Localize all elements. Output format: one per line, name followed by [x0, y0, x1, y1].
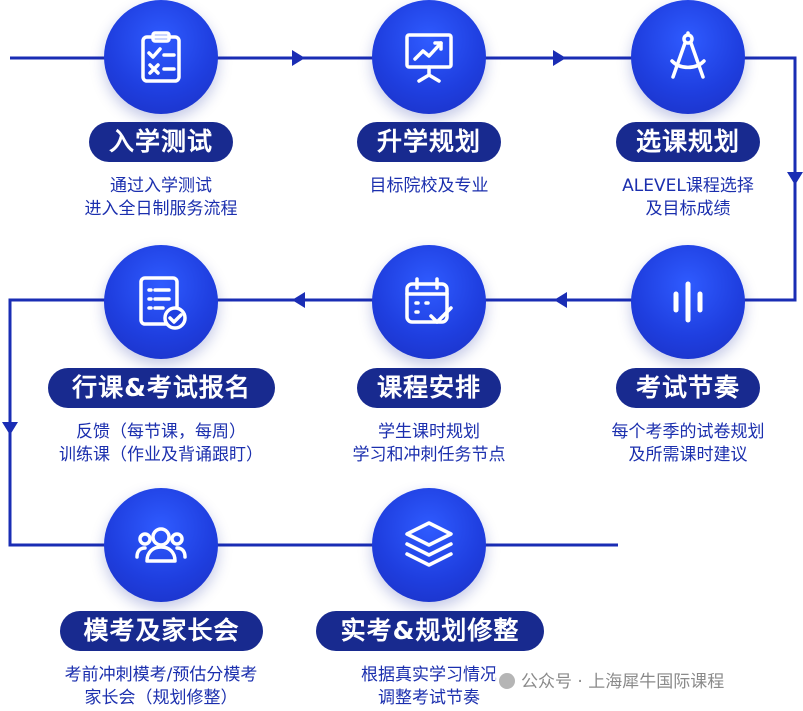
arrow-down-left	[2, 422, 18, 435]
step-8-desc-line-1: 根据真实学习情况	[361, 665, 497, 685]
step-8-title: 实考&规划修整	[316, 611, 544, 651]
step-6-icon-circle	[104, 245, 218, 359]
step-8-icon-circle	[372, 488, 486, 602]
step-7-title: 模考及家长会	[60, 611, 263, 651]
step-1-icon-circle	[104, 0, 218, 114]
step-5-description: 学生课时规划 学习和冲刺任务节点	[289, 421, 569, 467]
step-2-description: 目标院校及专业	[289, 175, 569, 198]
step-5-desc-line-1: 学生课时规划	[378, 422, 480, 442]
arrow-right-2	[553, 50, 566, 66]
presentation-chart-icon	[405, 33, 453, 83]
watermark: 公众号 · 上海犀牛国际课程	[495, 667, 729, 692]
step-2-title: 升学规划	[357, 122, 501, 162]
step-8-desc-line-2: 调整考试节奏	[378, 688, 480, 708]
step-1-title: 入学测试	[89, 122, 233, 162]
step-4-desc-line-2: 及所需课时建议	[628, 445, 748, 465]
arrow-down-right	[787, 172, 803, 185]
step-5-icon-circle	[372, 245, 486, 359]
audio-bars-icon	[673, 281, 703, 323]
checklist-icon	[141, 31, 181, 83]
users-icon	[135, 527, 187, 563]
step-6-desc-line-1: 反馈（每节课，每周）	[76, 422, 246, 442]
step-8-description: 根据真实学习情况 调整考试节奏	[289, 664, 569, 710]
compass-icon	[670, 31, 706, 79]
calendar-check-icon	[405, 277, 453, 324]
arrow-left-1	[554, 292, 567, 308]
step-1-desc-line-2: 进入全日制服务流程	[84, 199, 238, 219]
step-7-desc-line-2: 家长会（规划修整）	[84, 688, 238, 708]
step-7-desc-line-1: 考前冲刺模考/预估分模考	[64, 665, 258, 685]
step-4-icon-circle	[631, 245, 745, 359]
document-check-icon	[139, 276, 187, 330]
step-6-desc-line-2: 训练课（作业及背诵跟盯）	[59, 445, 263, 465]
step-4-desc-line-1: 每个考季的试卷规划	[611, 422, 765, 442]
step-2-desc-line-1: 目标院校及专业	[369, 176, 489, 196]
step-3-title: 选课规划	[616, 122, 760, 162]
step-3-desc-line-1: ALEVEL课程选择	[622, 176, 754, 196]
step-4-description: 每个考季的试卷规划 及所需课时建议	[548, 421, 803, 467]
step-1-description: 通过入学测试 进入全日制服务流程	[21, 175, 301, 221]
step-4-title: 考试节奏	[616, 368, 760, 408]
step-3-desc-line-2: 及目标成绩	[645, 199, 731, 219]
step-5-title: 课程安排	[357, 368, 501, 408]
step-6-description: 反馈（每节课，每周） 训练课（作业及背诵跟盯）	[21, 421, 301, 467]
step-1-desc-line-1: 通过入学测试	[110, 176, 212, 196]
step-3-description: ALEVEL课程选择 及目标成绩	[548, 175, 803, 221]
watermark-text: 公众号 · 上海犀牛国际课程	[521, 672, 725, 692]
wechat-icon	[499, 673, 515, 689]
stacked-layers-icon	[405, 521, 453, 567]
step-5-desc-line-2: 学习和冲刺任务节点	[352, 445, 506, 465]
arrow-right-1	[292, 50, 305, 66]
step-2-icon-circle	[372, 0, 486, 114]
step-7-description: 考前冲刺模考/预估分模考 家长会（规划修整）	[21, 664, 301, 710]
step-7-icon-circle	[104, 488, 218, 602]
step-6-title: 行课&考试报名	[48, 368, 275, 408]
step-3-icon-circle	[631, 0, 745, 114]
arrow-left-2	[292, 292, 305, 308]
